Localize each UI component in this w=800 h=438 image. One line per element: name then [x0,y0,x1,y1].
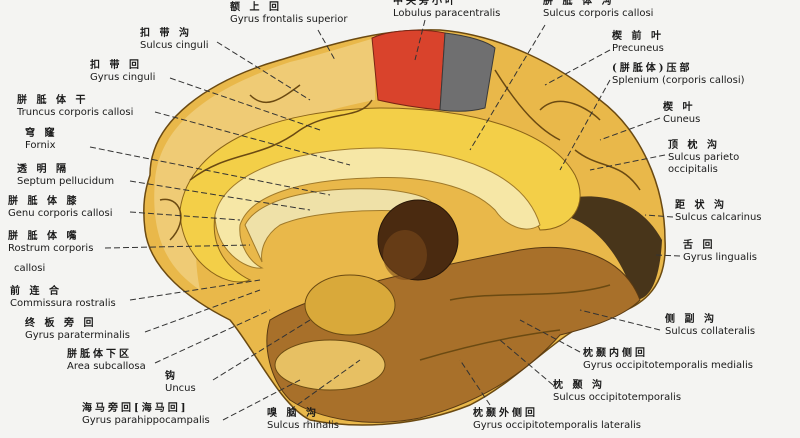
leader-lines [89,19,681,421]
gray-patch [439,32,496,112]
thalamus-highlight [383,230,427,280]
paracentral-lobule [371,29,446,111]
frontal-area [154,38,375,290]
occipital-dark-region [560,196,662,300]
corpus-callosum [214,147,541,269]
hippocampal-shape [274,339,386,391]
label-gyrus-parahippocampalis: 海马旁回[海马回]Gyrus parahippocampalis [82,403,210,426]
uncus-shape [304,274,396,336]
